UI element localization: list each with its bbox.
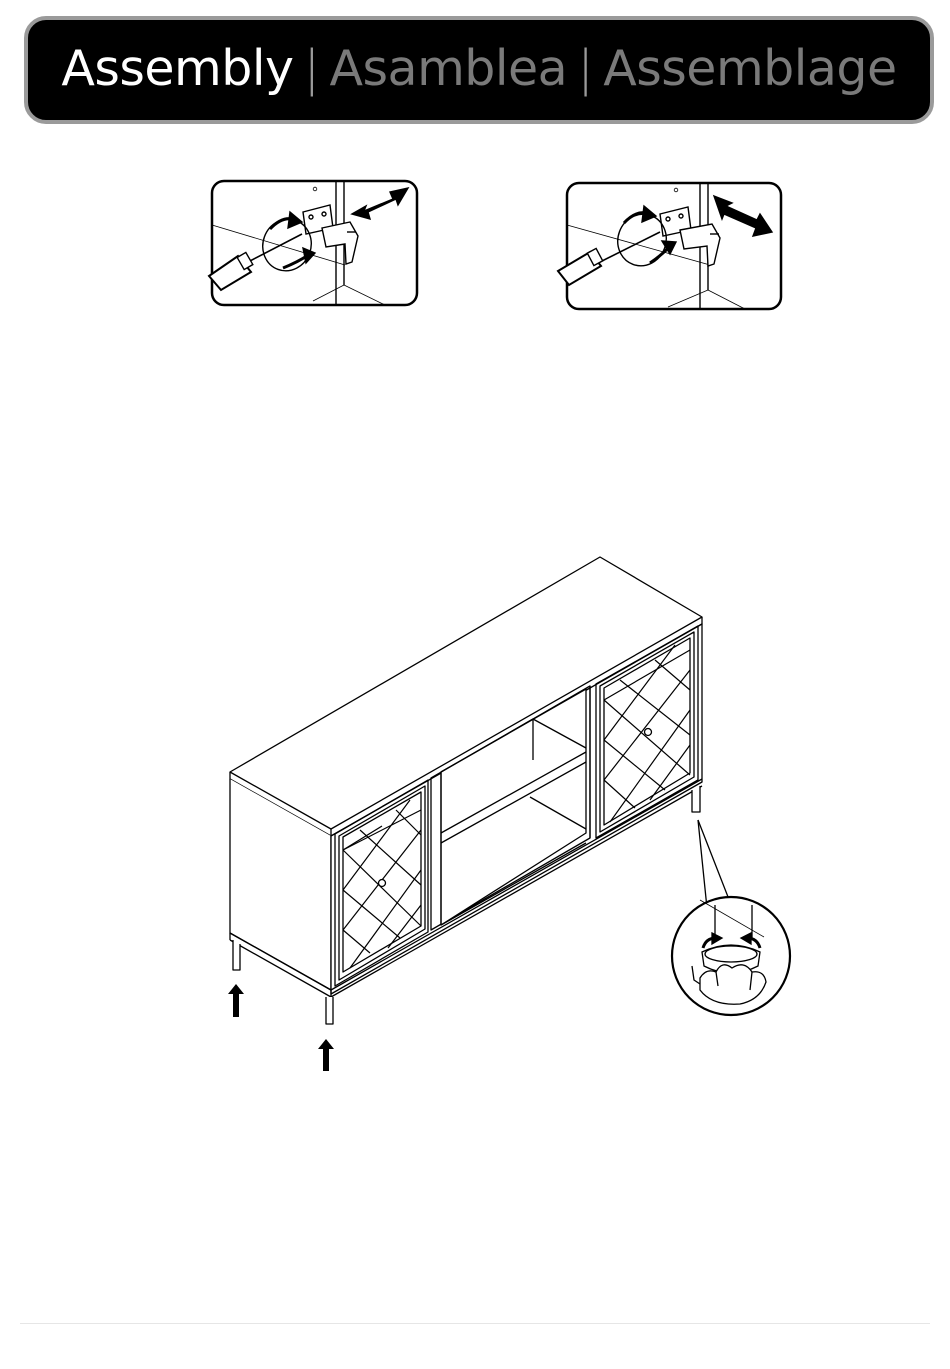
leg-leveler-detail-icon [672, 897, 790, 1015]
tv-stand-cabinet-icon [228, 557, 730, 1071]
lift-arrow-icon [228, 984, 334, 1071]
footer-divider [20, 1323, 930, 1324]
